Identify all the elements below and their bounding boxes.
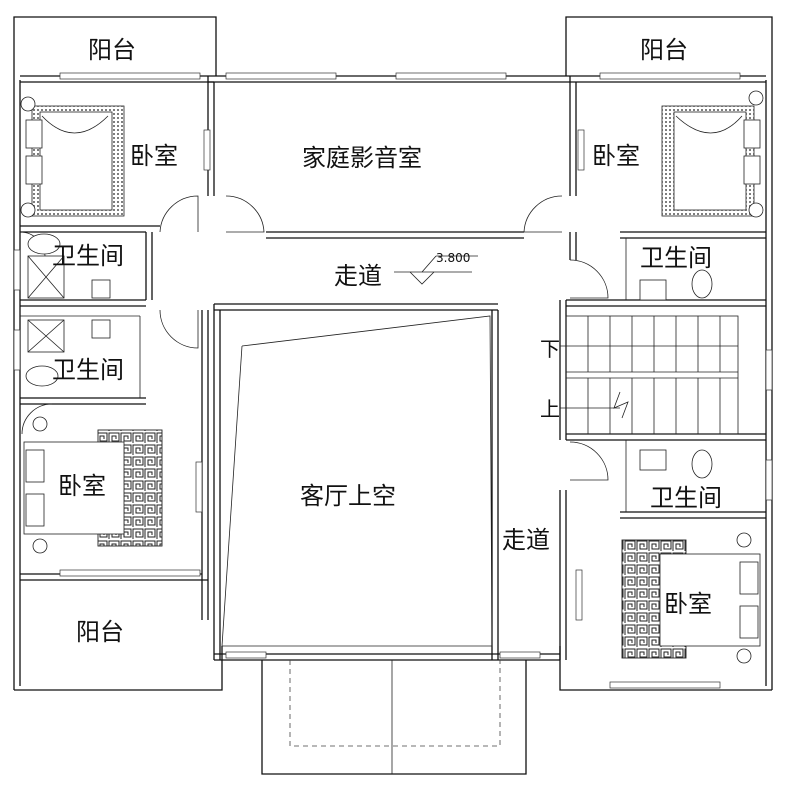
staircase (560, 315, 739, 435)
label-corridor-right: 走道 (502, 526, 550, 554)
entrance-canopy (261, 660, 527, 775)
bed-mid-left (23, 416, 163, 554)
label-bedroom-top-left: 卧室 (130, 142, 178, 170)
label-bedroom-bottom-right: 卧室 (664, 590, 712, 618)
bed-bottom-right (621, 532, 761, 664)
label-bath-right-lower: 卫生间 (650, 484, 722, 512)
label-balcony-top-right: 阳台 (640, 36, 688, 64)
bath-fixtures (25, 233, 713, 479)
living-void (221, 315, 493, 647)
label-bath-left-lower: 卫生间 (52, 356, 124, 384)
stair-up-label: 上 (540, 397, 560, 421)
label-bedroom-top-right: 卧室 (592, 142, 640, 170)
windows (13, 72, 773, 689)
label-bath-right-upper: 卫生间 (640, 244, 712, 272)
label-living-void: 客厅上空 (300, 482, 396, 510)
label-media-room: 家庭影音室 (302, 144, 422, 172)
bed-top-left (20, 96, 125, 218)
label-balcony-top-left: 阳台 (88, 36, 136, 64)
stair-down-label: 下 (540, 337, 560, 361)
label-balcony-bottom-left: 阳台 (76, 618, 124, 646)
label-bedroom-mid-left: 卧室 (58, 472, 106, 500)
label-bath-left-upper: 卫生间 (52, 242, 124, 270)
bed-top-right (661, 90, 764, 218)
elevation-marker: 3.800 (394, 251, 478, 285)
label-corridor-top: 走道 (334, 262, 382, 290)
elevation-text: 3.800 (436, 251, 470, 265)
room-labels: 阳台 阳台 阳台 卧室 卧室 卧室 卧室 家庭影音室 卫生间 卫生间 卫生间 卫… (52, 36, 722, 646)
